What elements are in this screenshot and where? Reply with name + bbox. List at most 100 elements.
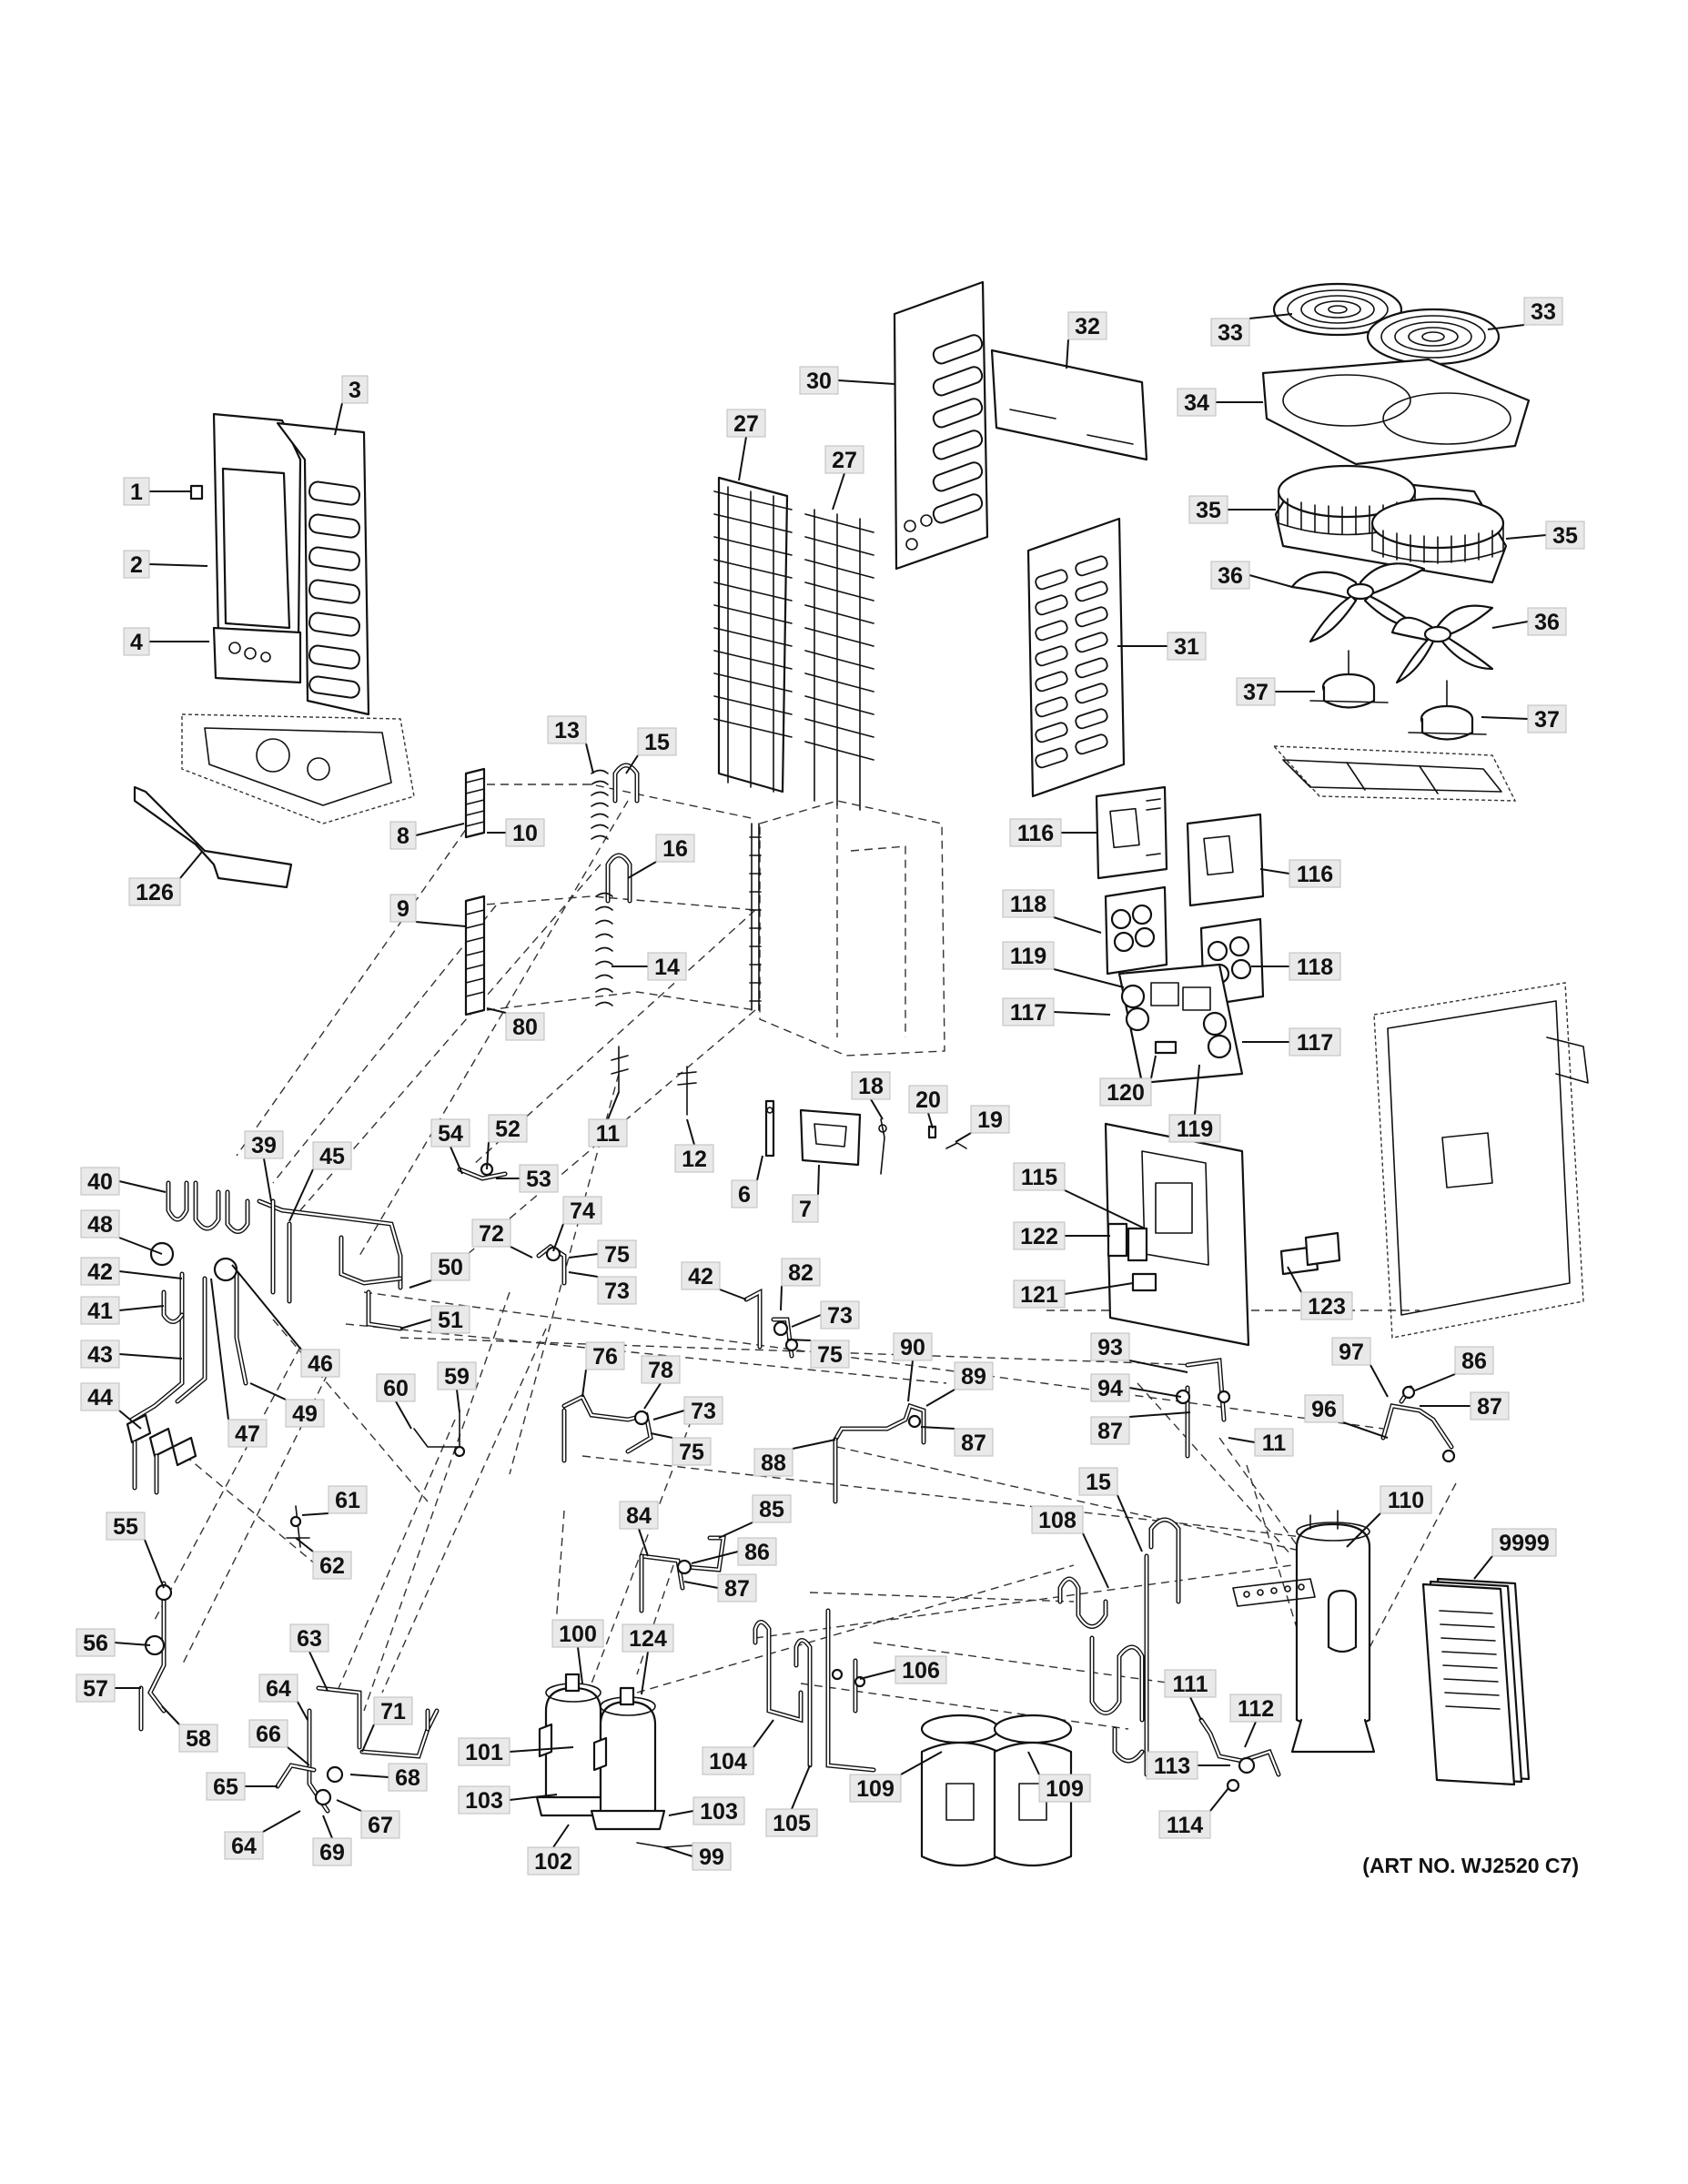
leader-line-c6	[756, 1155, 763, 1181]
callout-c42b: 42	[681, 1261, 721, 1290]
callout-box	[1090, 1373, 1130, 1402]
callout-c72: 72	[471, 1218, 511, 1248]
valve-55-58	[138, 1581, 173, 1732]
callout-label: 124	[629, 1626, 667, 1652]
callout-c11a: 11	[588, 1118, 628, 1148]
callout-label: 13	[554, 718, 580, 743]
capacitor-block-118a	[1104, 885, 1168, 976]
callout-label: 109	[856, 1776, 895, 1802]
callout-box	[820, 1300, 860, 1330]
callout-label: 52	[495, 1117, 521, 1142]
leader-line-c85	[718, 1522, 753, 1539]
valve-76-78	[561, 1393, 653, 1463]
callout-label: 85	[759, 1497, 784, 1522]
callout-box	[505, 818, 545, 847]
callout-c33a: 33	[1210, 318, 1250, 347]
callout-label: 42	[87, 1259, 113, 1285]
callout-label: 9999	[1499, 1531, 1550, 1556]
callout-box	[1331, 1337, 1371, 1366]
callout-label: 103	[700, 1799, 738, 1825]
leader-line-c63	[308, 1651, 329, 1692]
fan-shroud-35	[1274, 464, 1508, 584]
leader-line-c76	[581, 1369, 587, 1398]
callout-label: 111	[1173, 1672, 1208, 1697]
side-frame	[1373, 982, 1589, 1339]
leader-line-c15b	[1117, 1494, 1143, 1552]
callout-label: 60	[383, 1376, 409, 1401]
callout-label: 46	[308, 1351, 333, 1377]
reactor-117	[1117, 963, 1244, 1085]
callout-label: 116	[1017, 821, 1054, 846]
callout-label: 84	[626, 1503, 652, 1529]
inverter-board-116a	[1095, 785, 1168, 880]
callout-c9: 9	[389, 894, 417, 923]
callout-box	[458, 1785, 510, 1815]
leader-line-c48	[118, 1237, 163, 1255]
leader-line-c114	[1209, 1787, 1229, 1812]
callout-label: 35	[1196, 498, 1221, 523]
callout-box	[430, 1118, 470, 1148]
callout-box	[674, 1144, 714, 1173]
leader-line-c64b	[262, 1810, 301, 1833]
callout-box	[389, 821, 417, 850]
callout-label: 123	[1308, 1294, 1346, 1320]
callout-box	[123, 550, 150, 579]
callout-box	[76, 1628, 116, 1657]
cable-99	[636, 1842, 692, 1848]
callout-box	[1210, 318, 1250, 347]
leader-line-c39	[263, 1158, 272, 1202]
callout-box	[1188, 495, 1228, 524]
fan-blade-36b	[1390, 604, 1494, 684]
callout-label: 11	[1262, 1431, 1287, 1456]
callout-c48: 48	[80, 1209, 120, 1239]
callout-box	[1090, 1416, 1130, 1445]
valve-111-114	[1198, 1717, 1281, 1793]
callout-label: 27	[733, 411, 759, 437]
leader-line-c8	[415, 823, 465, 836]
callout-label: 119	[1177, 1117, 1213, 1142]
callout-label: 19	[977, 1107, 1003, 1133]
leader-line-c78	[643, 1382, 662, 1410]
callout-box	[488, 1114, 528, 1143]
callout-label: 103	[465, 1788, 503, 1814]
callout-label: 7	[799, 1197, 812, 1222]
leader-line-c19	[955, 1132, 972, 1143]
coil-guard-27b	[804, 509, 874, 811]
cabinet-outline	[759, 800, 945, 1057]
coil-section-8	[464, 767, 486, 839]
callout-box	[647, 952, 687, 981]
callout-c74: 74	[562, 1196, 602, 1225]
callout-c19: 19	[970, 1105, 1010, 1134]
callout-c88: 88	[753, 1448, 793, 1477]
callout-label: 66	[256, 1722, 281, 1747]
leader-line-c109a	[900, 1751, 943, 1775]
callout-c87d: 87	[717, 1573, 757, 1603]
callout-c62: 62	[312, 1551, 352, 1580]
sound-jacket-109a	[920, 1714, 1000, 1867]
callout-c126: 126	[128, 877, 181, 906]
front-panel-2	[212, 412, 302, 643]
callout-label: 86	[1461, 1349, 1487, 1374]
callout-label: 69	[319, 1840, 345, 1866]
callout-c58: 58	[178, 1724, 218, 1753]
callout-box	[1090, 1332, 1130, 1361]
callout-box	[726, 409, 766, 438]
leader-line-c100	[577, 1646, 583, 1684]
u-bend-16	[605, 853, 632, 904]
leader-line-c18	[870, 1098, 884, 1120]
rear-grille-31	[1026, 517, 1126, 798]
valve-84-87	[639, 1535, 726, 1613]
callout-c31: 31	[1167, 632, 1207, 661]
label-1	[189, 484, 204, 500]
callout-c65: 65	[206, 1772, 246, 1801]
callout-box	[1158, 1810, 1211, 1839]
leader-line-c47	[210, 1278, 229, 1421]
callout-box	[1002, 997, 1055, 1026]
assembly-guide-lines	[154, 784, 1457, 1730]
grille-panel-3	[276, 421, 370, 716]
leader-line-c73b	[791, 1314, 822, 1328]
leader-line-c12	[686, 1118, 695, 1146]
callout-box	[1229, 1694, 1282, 1723]
